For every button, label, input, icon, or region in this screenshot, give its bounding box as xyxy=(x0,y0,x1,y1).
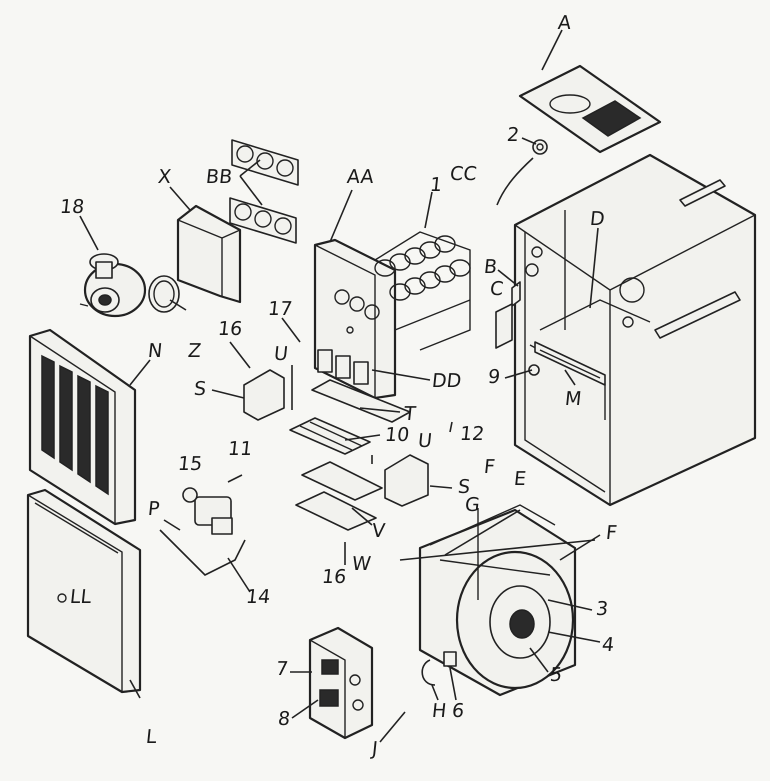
label-V: V xyxy=(370,520,387,542)
label-10: 10 xyxy=(383,424,411,446)
label-E: E xyxy=(512,468,528,490)
screw xyxy=(528,364,540,376)
label-F-top: F xyxy=(482,456,497,478)
label-H: H xyxy=(430,700,448,722)
gasket-lower xyxy=(229,197,297,244)
label-7: 7 xyxy=(274,658,290,680)
control-board xyxy=(308,626,374,740)
plate xyxy=(495,303,513,349)
label-S-left: S xyxy=(192,378,208,400)
rail-top xyxy=(444,509,521,556)
label-9: 9 xyxy=(486,366,502,388)
label-A: A xyxy=(556,12,573,34)
burner-assembly xyxy=(289,417,371,455)
label-DD: DD xyxy=(430,370,463,392)
label-2: 2 xyxy=(505,124,521,146)
manifold xyxy=(311,379,411,423)
capacitor xyxy=(443,651,457,667)
label-4: 4 xyxy=(600,634,616,656)
label-16-top: 16 xyxy=(216,318,244,340)
clip xyxy=(421,659,436,686)
label-17: 17 xyxy=(266,298,294,320)
gas-valve xyxy=(182,487,233,535)
label-16-bottom: 16 xyxy=(320,566,348,588)
label-U-top: U xyxy=(272,343,290,365)
label-M: M xyxy=(563,388,583,410)
shield-lower xyxy=(295,491,377,531)
label-AA: AA xyxy=(345,166,375,188)
wire xyxy=(496,157,534,206)
gasket-upper xyxy=(231,139,299,186)
label-Z: Z xyxy=(186,340,203,362)
label-8: 8 xyxy=(276,708,292,730)
label-B: B xyxy=(482,256,499,278)
label-5: 5 xyxy=(548,664,564,686)
label-14: 14 xyxy=(244,586,272,608)
rail-side xyxy=(399,539,596,561)
leader-lines xyxy=(79,29,601,743)
label-6: 6 xyxy=(450,700,466,722)
cabinet xyxy=(513,153,757,507)
label-C: C xyxy=(488,278,505,300)
label-F-right: F xyxy=(604,522,619,544)
gas-pipe xyxy=(159,529,246,576)
bracket-left xyxy=(243,369,285,421)
label-11: 11 xyxy=(226,438,254,460)
lower-door xyxy=(26,488,142,694)
burner-ports xyxy=(317,349,369,385)
bracket-right xyxy=(384,454,429,507)
label-P: P xyxy=(146,498,161,520)
label-15: 15 xyxy=(176,453,204,475)
label-LL: LL xyxy=(68,586,93,608)
shield-upper xyxy=(301,461,383,501)
label-U-right: U xyxy=(416,430,434,452)
label-CC: CC xyxy=(448,163,478,185)
top-panel xyxy=(518,64,662,154)
label-3: 3 xyxy=(594,598,610,620)
bushing xyxy=(532,139,548,155)
inducer-motor xyxy=(79,253,147,318)
label-D: D xyxy=(588,208,606,230)
bracket xyxy=(511,281,521,307)
heat-exchanger xyxy=(313,231,471,400)
blower-assembly xyxy=(418,504,577,697)
label-1: 1 xyxy=(428,174,444,196)
label-18: 18 xyxy=(58,196,86,218)
label-T: T xyxy=(402,403,417,425)
label-N: N xyxy=(146,340,164,362)
collector-box xyxy=(176,204,242,304)
label-12: 12 xyxy=(458,423,486,445)
label-W: W xyxy=(350,553,373,575)
label-X: X xyxy=(156,166,173,188)
louvered-door xyxy=(28,328,137,526)
label-G: G xyxy=(463,494,481,516)
label-L: L xyxy=(144,726,158,748)
label-BB: BB xyxy=(204,166,234,188)
